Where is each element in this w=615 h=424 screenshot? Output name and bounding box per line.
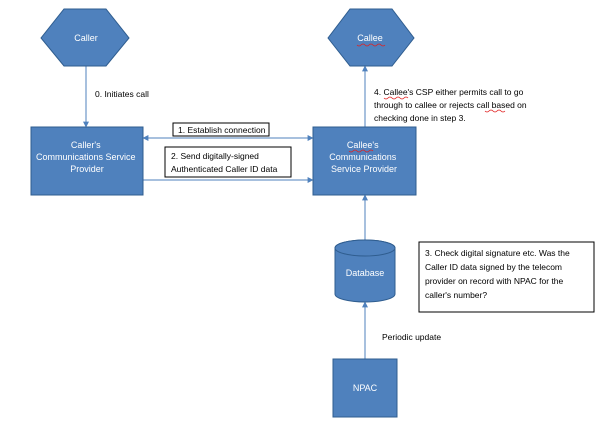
database-node	[334, 239, 396, 303]
send-signed-label: 2. Send digitally-signed Authenticated C…	[171, 151, 278, 174]
spellcheck-underline	[348, 149, 374, 153]
check-signature-box	[418, 241, 595, 313]
callee-node	[327, 8, 415, 67]
establish-connection-box	[172, 122, 270, 137]
initiates-call-label: 0. Initiates call	[95, 89, 149, 99]
callee-label: Callee	[357, 33, 383, 43]
callee-csp-node	[312, 126, 417, 196]
send-signed-box	[164, 146, 292, 178]
spellcheck-underline	[484, 109, 506, 113]
spellcheck-underline	[383, 96, 409, 100]
caller-csp-label: Caller's Communications Service Provider	[36, 140, 138, 174]
database-label: Database	[346, 268, 385, 278]
caller-label: Caller	[74, 33, 98, 43]
npac-node	[332, 358, 398, 418]
check-signature-label: 3. Check digital signature etc. Was the …	[425, 248, 572, 300]
establish-connection-label: 1. Establish connection	[178, 125, 266, 135]
callee-csp-label: Callee's Communications Service Provider	[329, 140, 399, 174]
periodic-update-label: Periodic update	[382, 332, 441, 342]
caller-csp-node	[30, 126, 144, 196]
callee-csp-decision-label: 4. Callee's CSP either permits call to g…	[374, 87, 529, 123]
spellcheck-underline	[356, 43, 386, 47]
npac-label: NPAC	[353, 383, 378, 393]
caller-node	[40, 8, 130, 67]
